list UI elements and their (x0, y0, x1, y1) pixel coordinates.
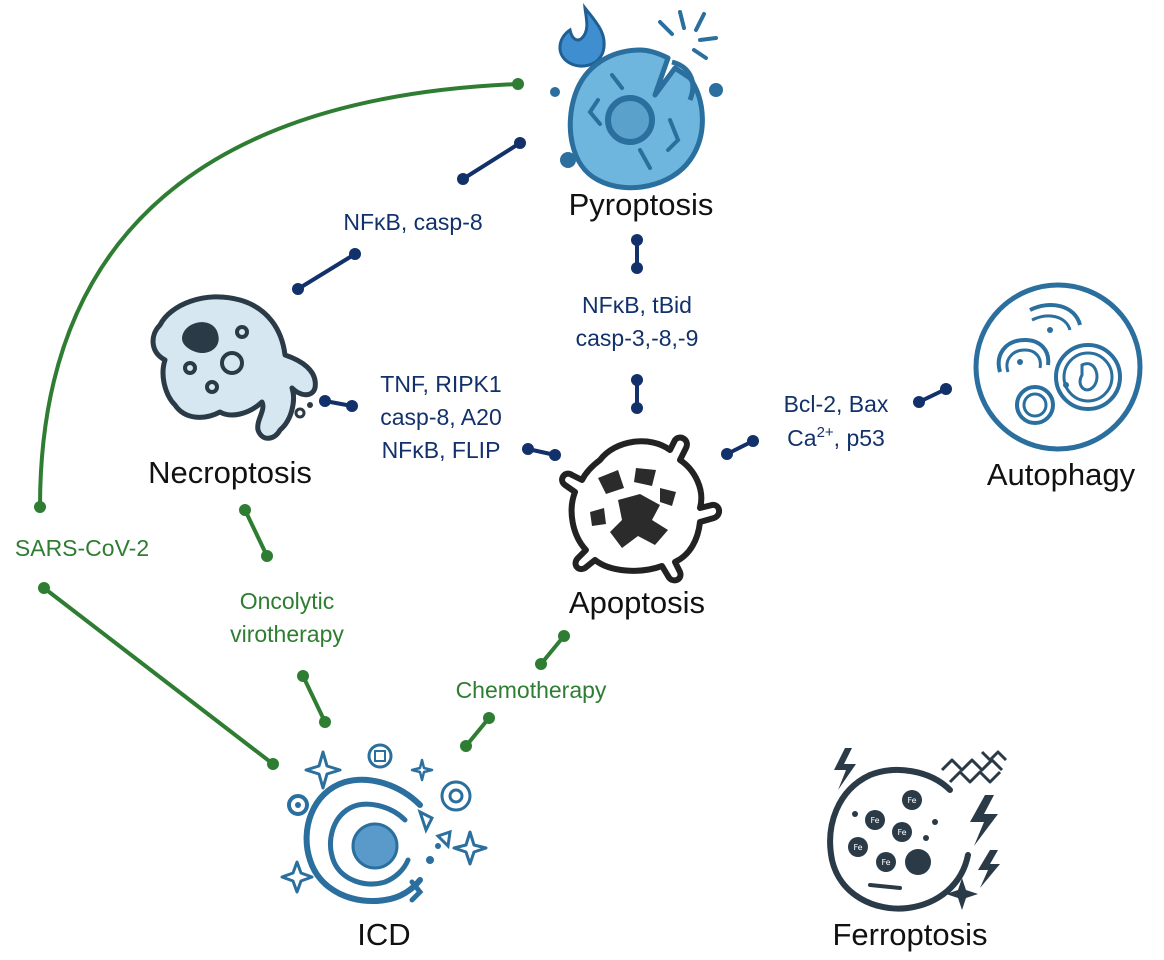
connector-pyro-necro-lower (292, 248, 361, 295)
mediator-pyro-apop-line1: NFκB, tBid (582, 292, 692, 318)
autophagy-cell-icon (973, 282, 1143, 452)
icd-label: ICD (357, 917, 410, 952)
inducer-oncolytic-line2: virotherapy (230, 621, 344, 647)
apoptosis-cell-icon (559, 434, 722, 584)
connector-necro-oncolytic (239, 504, 273, 562)
inducer-sars-cov-2: SARS-CoV-2 (15, 535, 149, 561)
inducer-oncolytic-line1: Oncolytic (240, 588, 335, 614)
svg-text:Fe: Fe (907, 796, 916, 805)
autophagy-label: Autophagy (987, 457, 1136, 492)
apoptosis-label: Apoptosis (569, 585, 705, 620)
necroptosis-label: Necroptosis (148, 455, 312, 490)
connector-necro-apop-left (319, 395, 358, 412)
necroptosis-cell-icon (150, 294, 318, 441)
connector-necro-apop-right (522, 443, 561, 461)
pyroptosis-cell-icon (550, 3, 723, 191)
connector-sars-pyro-arc (34, 78, 524, 513)
pyroptosis-label: Pyroptosis (569, 187, 714, 222)
svg-text:Fe: Fe (853, 843, 862, 852)
mediator-ca-superscript: 2+ (817, 424, 834, 441)
inducer-connectors (34, 78, 570, 770)
connector-apop-chemo (535, 630, 570, 670)
mediator-p53: , p53 (834, 425, 885, 451)
connector-pyro-apop-lower (631, 374, 643, 414)
svg-text:Fe: Fe (897, 828, 906, 837)
mediator-pyro-necro: NFκB, casp-8 (343, 209, 482, 235)
svg-text:Fe: Fe (881, 858, 890, 867)
mediator-ca-base: Ca (787, 425, 817, 451)
mediator-necro-apop-line3: NFκB, FLIP (382, 437, 501, 463)
mediator-apop-auto-line1: Bcl-2, Bax (784, 391, 889, 417)
inducer-chemotherapy: Chemotherapy (456, 677, 607, 703)
connector-pyro-apop-upper (631, 234, 643, 274)
mediator-necro-apop-line1: TNF, RIPK1 (380, 371, 501, 397)
connector-sars-icd (38, 582, 279, 770)
mediator-connectors (292, 137, 952, 461)
ferroptosis-label: Ferroptosis (832, 917, 987, 952)
mediator-necro-apop-line2: casp-8, A20 (380, 404, 501, 430)
connector-pyro-necro-upper (457, 137, 526, 185)
ferroptosis-cell-icon: Fe Fe Fe Fe Fe (827, 748, 1008, 912)
mediator-apop-auto-line2: Ca2+, p53 (787, 424, 885, 451)
connector-chemo-icd (460, 712, 495, 752)
svg-text:Fe: Fe (870, 816, 879, 825)
connector-oncolytic-icd (297, 670, 331, 728)
connector-apop-auto-left (721, 435, 759, 460)
connector-apop-auto-right (913, 383, 952, 408)
mediator-pyro-apop-line2: casp-3,-8,-9 (576, 325, 699, 351)
icd-cell-icon (280, 743, 488, 904)
